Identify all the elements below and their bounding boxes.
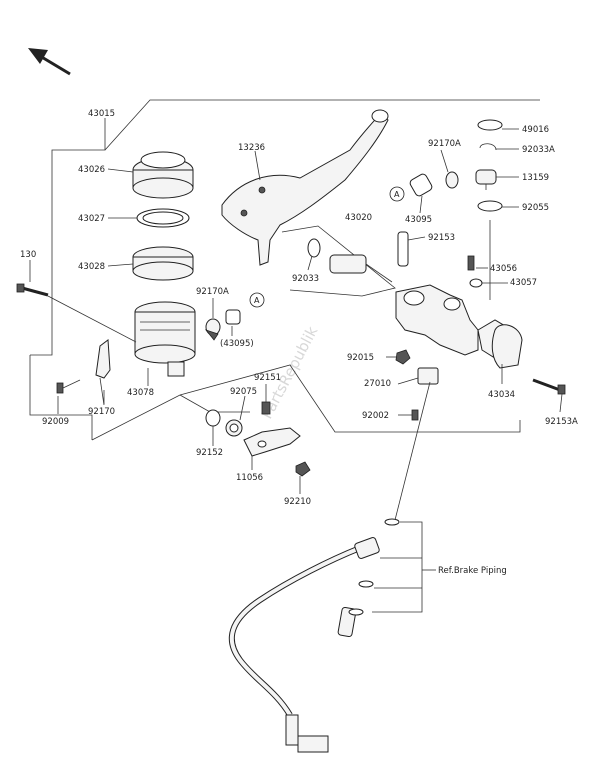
label-43078: 43078 <box>127 388 154 398</box>
label-13236: 13236 <box>238 143 265 153</box>
label-43056: 43056 <box>490 264 517 274</box>
label-43057: 43057 <box>510 278 537 288</box>
label-92153a: 92153A <box>545 417 578 427</box>
washer-92152 <box>205 409 221 427</box>
label-92033a: 92033A <box>522 145 555 155</box>
label-43027: 43027 <box>78 214 105 224</box>
bolt-92153a <box>532 378 566 395</box>
washer-upper <box>384 518 400 526</box>
screw-92002 <box>411 409 419 421</box>
washer-lower-2 <box>348 608 364 616</box>
label-43026: 43026 <box>78 165 105 175</box>
part-labels: 43015 43026 43027 43028 130 43078 92170 … <box>20 109 578 576</box>
bracket-11056 <box>243 427 301 457</box>
clip-92033a <box>479 143 497 151</box>
label-130: 130 <box>20 250 36 260</box>
label-49016: 49016 <box>522 125 549 135</box>
bolt-130 <box>16 283 49 297</box>
fitting-13159 <box>475 169 497 190</box>
switch-27010 <box>417 367 439 385</box>
clamp-43034 <box>491 324 523 369</box>
label-92170a: 92170A <box>196 287 229 297</box>
label-27010: 27010 <box>364 379 391 389</box>
label-92002: 92002 <box>362 411 389 421</box>
assembly-frame <box>29 99 540 441</box>
piston-kit-43020 <box>281 225 396 297</box>
washer-lower-1 <box>358 580 374 588</box>
screw-92153 <box>397 231 409 267</box>
label-43028: 43028 <box>78 262 105 272</box>
leader-lines <box>29 128 563 494</box>
brake-hose <box>228 537 380 753</box>
label-92015: 92015 <box>347 353 374 363</box>
reservoir-plate <box>136 208 190 228</box>
label-92055: 92055 <box>522 203 549 213</box>
reservoir-diaphragm <box>132 246 194 281</box>
label-92170: 92170 <box>88 407 115 417</box>
nut-92210 <box>295 461 311 477</box>
label-13159: 13159 <box>522 173 549 183</box>
arrow-up-left-icon <box>28 48 71 76</box>
label-92152: 92152 <box>196 448 223 458</box>
oring-92055 <box>477 200 503 212</box>
label-92210: 92210 <box>284 497 311 507</box>
clamp-92170a <box>204 318 221 341</box>
label-92153: 92153 <box>428 233 455 243</box>
brake-lever <box>221 109 389 266</box>
label-92009: 92009 <box>42 417 69 427</box>
label-43095: 43095 <box>405 215 432 225</box>
bracket-92170 <box>95 339 111 406</box>
label-43095-paren: (43095) <box>220 339 254 349</box>
callout-a-left: A <box>249 292 265 308</box>
label-92151: 92151 <box>254 373 281 383</box>
callout-a-right: A <box>389 186 405 202</box>
sleeve-43095-right <box>409 173 433 197</box>
reservoir-cap <box>132 151 194 199</box>
bolt-92151 <box>261 401 271 415</box>
svg-text:A: A <box>254 296 260 305</box>
cap-43057 <box>469 278 483 288</box>
reservoir-body <box>134 301 196 377</box>
label-92170a-right: 92170A <box>428 139 461 149</box>
label-11056: 11056 <box>236 473 263 483</box>
clip-92170a-right <box>445 171 459 189</box>
bleeder-43056 <box>467 255 475 271</box>
svg-text:A: A <box>394 190 400 199</box>
nut-92015 <box>395 349 411 365</box>
washer-49016 <box>477 119 503 131</box>
label-ref-brake-piping: Ref.Brake Piping <box>438 566 507 576</box>
label-43034: 43034 <box>488 390 515 400</box>
label-92075: 92075 <box>230 387 257 397</box>
label-43015: 43015 <box>88 109 115 119</box>
label-92033: 92033 <box>292 274 319 284</box>
label-43020: 43020 <box>345 213 372 223</box>
bushing-92075 <box>225 419 243 437</box>
screw-92009 <box>56 379 81 394</box>
sleeve-43095-left <box>225 309 241 325</box>
